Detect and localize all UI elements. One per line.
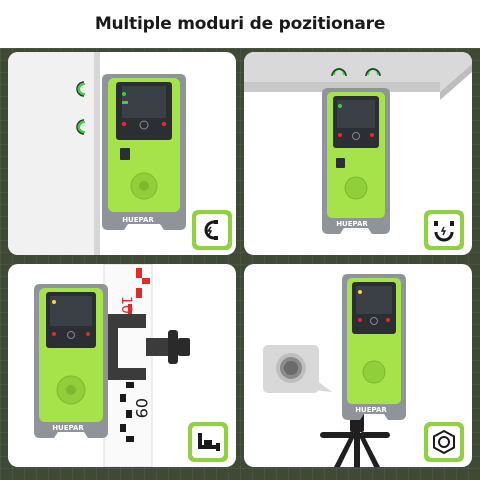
laser-receiver-device-tripod: HUEPAR: [336, 274, 412, 429]
rod-clamp-illustration: 10 09: [103, 264, 190, 467]
panel-ceiling-magnet: HUEPAR: [244, 52, 472, 255]
brand-label: HUEPAR: [122, 216, 154, 224]
wall-edge: [94, 52, 100, 255]
clamp-bracket: [106, 314, 190, 380]
ruler-label-bottom: 09: [132, 398, 151, 418]
magnet-c-icon: [204, 220, 218, 240]
tripod-illustration: [261, 343, 390, 467]
laser-receiver-device-clamp: HUEPAR: [28, 284, 114, 447]
panel-rod-clamp: 10 09 HUEPAR: [8, 264, 236, 467]
hex-nut-badge: [424, 422, 464, 462]
clamp-badge: [188, 422, 228, 462]
magnet-u-badge: [424, 210, 464, 250]
wall-magnet-illustration: [8, 52, 100, 255]
page-title: Multiple moduri de pozitionare: [94, 14, 386, 34]
thread-callout: [261, 343, 332, 395]
magnet-c-icon: [77, 82, 86, 134]
laser-receiver-device: HUEPAR: [94, 74, 194, 239]
magnet-c-badge: [192, 210, 232, 250]
clamp-icon: [198, 433, 220, 451]
hex-nut-icon: [433, 429, 455, 455]
page-header: Multiple moduri de pozitionare: [0, 0, 480, 48]
ruler-label-top: 10: [118, 296, 134, 314]
brand-label-ceiling: HUEPAR: [336, 220, 368, 228]
panel-tripod-mount: HUEPAR: [244, 264, 472, 467]
brand-label-tripod: HUEPAR: [355, 406, 387, 414]
panel-wall-magnet: HUEPAR: [8, 52, 236, 255]
laser-receiver-device-ceiling: HUEPAR: [316, 88, 396, 243]
magnet-u-icon: [434, 221, 454, 242]
ceiling-magnet-illustration: [244, 52, 472, 100]
brand-label-clamp: HUEPAR: [52, 424, 84, 432]
